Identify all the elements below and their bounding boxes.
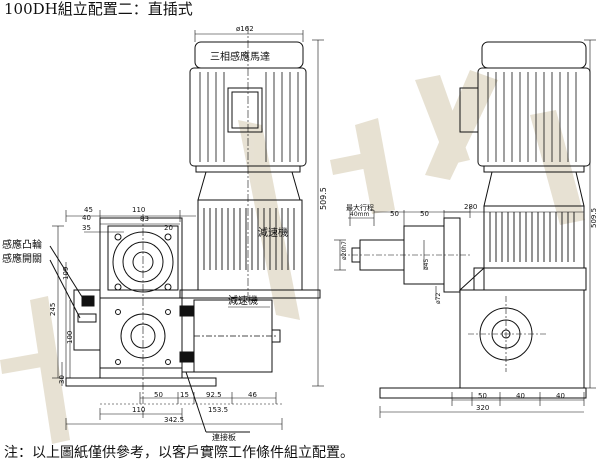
dim-45: 45 <box>84 206 93 214</box>
reducer-ribs <box>203 208 295 270</box>
leader-cam <box>49 245 85 301</box>
bolt-hole <box>164 283 172 291</box>
leader-switch <box>49 259 81 319</box>
dim-83: 83 <box>140 215 149 223</box>
page-title: 100DH組立配置二：直插式 <box>4 0 193 18</box>
watermark-stroke <box>530 110 585 225</box>
sensor-block-bottom <box>179 351 195 363</box>
watermark-stroke <box>425 70 498 180</box>
output-shaft <box>271 329 281 343</box>
bolt-hole <box>165 359 171 365</box>
dim-r50b: 50 <box>420 210 429 218</box>
reducer-ribs-r <box>489 212 575 262</box>
dim-rv72: ø72 <box>435 293 442 304</box>
sensor-bracket <box>73 289 101 351</box>
dim-b46: 46 <box>248 391 257 399</box>
dim-100: 100 <box>66 331 74 344</box>
dim-rb50: 50 <box>478 392 487 400</box>
label-cam: 感應凸輪 <box>2 238 42 251</box>
reducer-base <box>179 289 321 299</box>
right-view <box>334 39 596 418</box>
dim-509-right: 509.5 <box>590 208 598 228</box>
dim-b50: 50 <box>154 391 163 399</box>
dim-110-top: 110 <box>132 206 145 214</box>
bolt-hole <box>114 283 122 291</box>
dimensions-left <box>52 30 324 430</box>
indexer-body-r <box>459 289 585 389</box>
bolt-hole <box>165 309 171 315</box>
dim-35: 35 <box>82 224 91 232</box>
dim-b110: 110 <box>132 406 145 414</box>
sensor-switch <box>77 313 97 323</box>
leader-plate <box>185 371 207 433</box>
labels: 三相感應馬達 減速機 減速機 感應凸輪 感應開關 最大行程 連接板 ø162 5… <box>2 25 598 442</box>
terminal-box <box>227 87 263 133</box>
watermark-stroke <box>30 296 70 444</box>
dim-rv20h7: ø20h7 <box>341 241 348 260</box>
cam-disc <box>81 295 95 307</box>
terminal-box-r <box>459 87 479 133</box>
footnote: 注：以上圖紙僅供參考，以客戶實際工作條件組立配置。 <box>4 445 354 461</box>
dim-rb40: 40 <box>516 392 525 400</box>
dim-40: 40 <box>82 214 91 222</box>
watermark-stroke <box>238 120 300 320</box>
terminal-box-inner <box>231 91 259 129</box>
mount-base <box>65 377 217 387</box>
label-motor: 三相感應馬達 <box>210 50 270 63</box>
dim-30: 30 <box>58 375 66 384</box>
dimensions-right <box>334 39 596 418</box>
dim-rb40b: 40 <box>556 392 565 400</box>
dim-b15: 15 <box>180 391 189 399</box>
left-view <box>49 26 324 433</box>
base-plate-r <box>379 387 587 399</box>
dim-245: 245 <box>49 303 57 316</box>
dim-509-left: 509.5 <box>319 187 328 210</box>
dim-rb320: 320 <box>476 404 489 412</box>
dim-d162: ø162 <box>236 25 254 33</box>
watermark-stroke <box>0 352 48 374</box>
reducer-base-r <box>473 267 587 291</box>
motor-fins <box>199 72 299 162</box>
label-stroke: 最大行程 <box>346 203 374 212</box>
dim-b92: 92.5 <box>206 391 222 399</box>
dim-b153: 153.5 <box>208 406 228 414</box>
watermark-stroke <box>330 150 383 175</box>
dim-b342: 342.5 <box>164 416 184 424</box>
dim-20: 20 <box>164 224 173 232</box>
dim-r280: 280 <box>464 203 477 211</box>
label-reducer-top: 減速機 <box>258 226 288 239</box>
bolt-hole <box>115 309 121 315</box>
dim-r40mm: 40mm <box>350 211 369 218</box>
bolt-hole <box>115 359 121 365</box>
bolt-hole <box>164 233 172 241</box>
dim-rvd45: ø45 <box>423 259 430 270</box>
label-sensor-switch: 感應開關 <box>2 252 42 265</box>
connection-plate <box>181 309 195 373</box>
motor-fins-r <box>487 72 577 162</box>
label-plate: 連接板 <box>212 432 236 442</box>
indexer-chamfer-r <box>458 266 485 291</box>
sensor-block-top <box>179 305 195 317</box>
motor-fan-cover-r <box>481 41 587 69</box>
dim-109: 109 <box>62 267 70 280</box>
label-reducer-bottom: 減速機 <box>228 294 258 307</box>
dim-r50a: 50 <box>390 210 399 218</box>
bolt-hole <box>114 233 122 241</box>
